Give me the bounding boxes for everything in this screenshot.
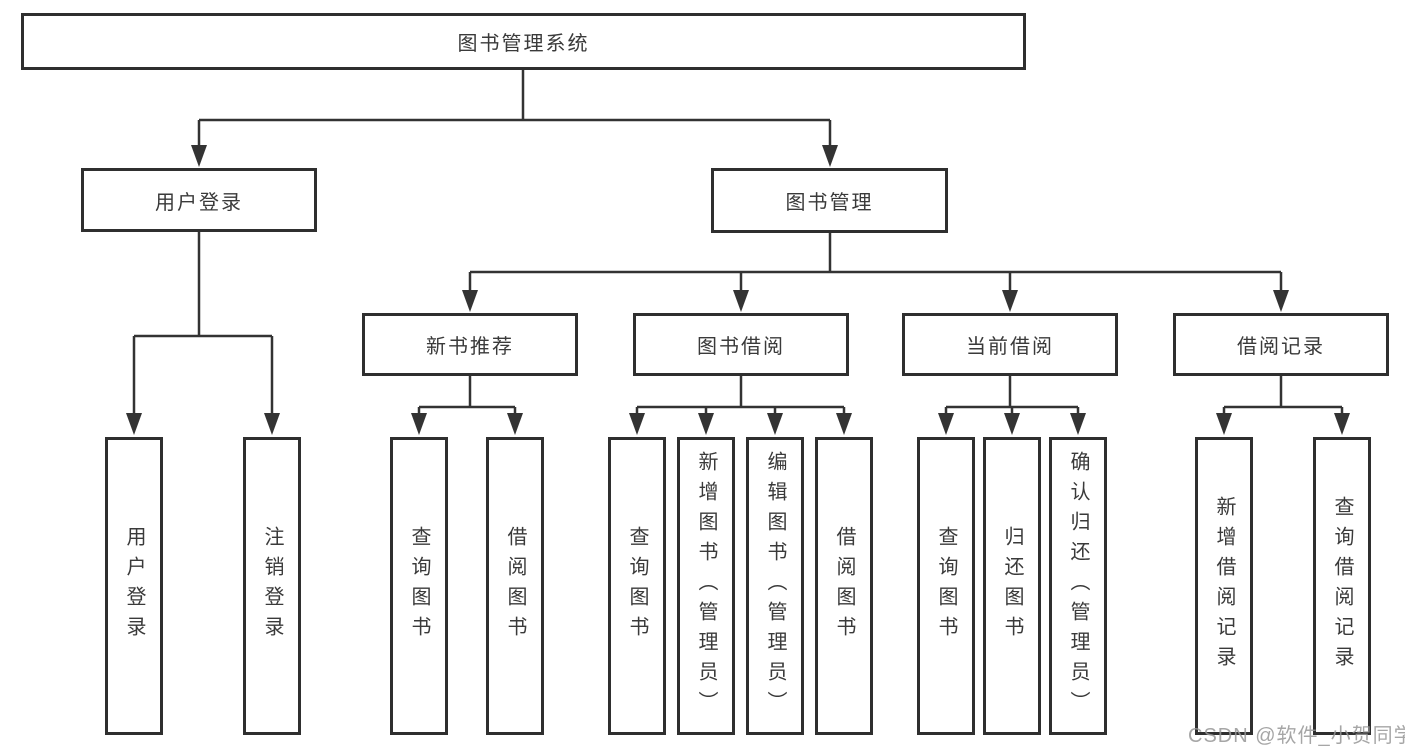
node-return-books: 归还图书 bbox=[983, 437, 1041, 735]
arrowhead bbox=[264, 413, 280, 435]
arrowhead bbox=[1273, 290, 1289, 312]
arrowhead bbox=[629, 413, 645, 435]
node-book-borrowing: 图书借阅 bbox=[633, 313, 849, 376]
arrowhead bbox=[462, 290, 478, 312]
node-confirm-return-admin: 确认归还（管理员） bbox=[1049, 437, 1107, 735]
connector-new-book-recommend-to-children bbox=[411, 376, 523, 435]
node-borrow-books-borrowing: 借阅图书 bbox=[815, 437, 873, 735]
arrowhead bbox=[836, 413, 852, 435]
arrowhead bbox=[733, 290, 749, 312]
arrowhead bbox=[767, 413, 783, 435]
node-logout-leaf: 注销登录 bbox=[243, 437, 301, 735]
node-add-borrow-record: 新增借阅记录 bbox=[1195, 437, 1253, 735]
node-user-login-branch: 用户登录 bbox=[81, 168, 317, 232]
arrowhead bbox=[938, 413, 954, 435]
node-add-book-admin: 新增图书（管理员） bbox=[677, 437, 735, 735]
arrowhead bbox=[1004, 413, 1020, 435]
arrowhead bbox=[1070, 413, 1086, 435]
arrowhead bbox=[822, 145, 838, 167]
connector-book-management-to-level3 bbox=[462, 233, 1289, 312]
node-borrow-books-recommend: 借阅图书 bbox=[486, 437, 544, 735]
node-query-books-current: 查询图书 bbox=[917, 437, 975, 735]
connector-current-borrowing-to-children bbox=[938, 376, 1086, 435]
arrowhead bbox=[191, 145, 207, 167]
node-edit-book-admin: 编辑图书（管理员） bbox=[746, 437, 804, 735]
node-borrowing-records: 借阅记录 bbox=[1173, 313, 1389, 376]
arrowhead bbox=[126, 413, 142, 435]
arrowhead bbox=[1216, 413, 1232, 435]
arrowhead bbox=[698, 413, 714, 435]
node-new-book-recommend: 新书推荐 bbox=[362, 313, 578, 376]
arrowhead bbox=[507, 413, 523, 435]
node-current-borrowing: 当前借阅 bbox=[902, 313, 1118, 376]
node-library-management-system: 图书管理系统 bbox=[21, 13, 1026, 70]
node-user-login-leaf: 用户登录 bbox=[105, 437, 163, 735]
connector-user-login-to-children bbox=[126, 232, 280, 435]
node-query-borrow-record: 查询借阅记录 bbox=[1313, 437, 1371, 735]
connector-borrowing-records-to-children bbox=[1216, 376, 1350, 435]
node-query-books-borrowing: 查询图书 bbox=[608, 437, 666, 735]
arrowhead bbox=[1002, 290, 1018, 312]
connector-book-borrowing-to-children bbox=[629, 376, 852, 435]
connector-root-to-level2 bbox=[191, 70, 838, 167]
node-query-books-recommend: 查询图书 bbox=[390, 437, 448, 735]
arrowhead bbox=[1334, 413, 1350, 435]
arrowhead bbox=[411, 413, 427, 435]
node-book-management-branch: 图书管理 bbox=[711, 168, 948, 233]
